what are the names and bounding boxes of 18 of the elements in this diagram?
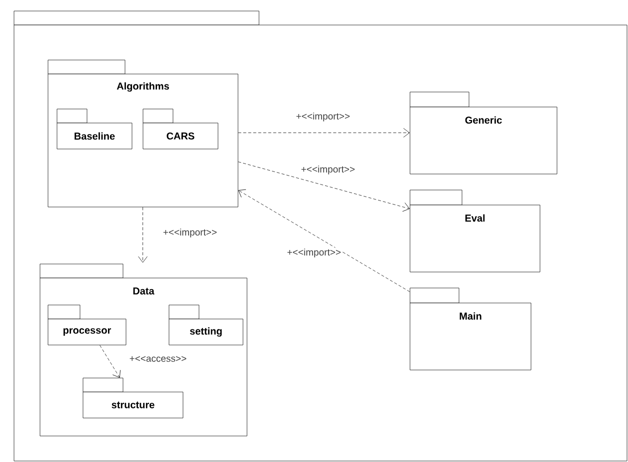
package-box: Eval (410, 190, 540, 272)
package-box: processor (48, 304, 126, 346)
package-box: Baseline (56, 108, 132, 150)
edge-label: +<<import>> (300, 164, 356, 176)
package-box: setting (168, 304, 244, 346)
dependency-arrow (238, 128, 410, 138)
edge-label: +<<access>> (128, 355, 188, 363)
dependency-arrow (100, 345, 121, 378)
dependency-arrow (238, 189, 410, 292)
dependency-arrow (238, 162, 410, 212)
package-box: Main (410, 288, 532, 370)
edge-label: +<<import>> (162, 228, 218, 238)
package-box: Generic (410, 92, 558, 174)
edge-label: +<<import>> (294, 112, 352, 122)
package-box: CARS (142, 108, 218, 150)
edge-label: +<<import>> (286, 248, 342, 258)
package-box: structure (82, 378, 184, 418)
dependency-arrow (138, 207, 148, 263)
